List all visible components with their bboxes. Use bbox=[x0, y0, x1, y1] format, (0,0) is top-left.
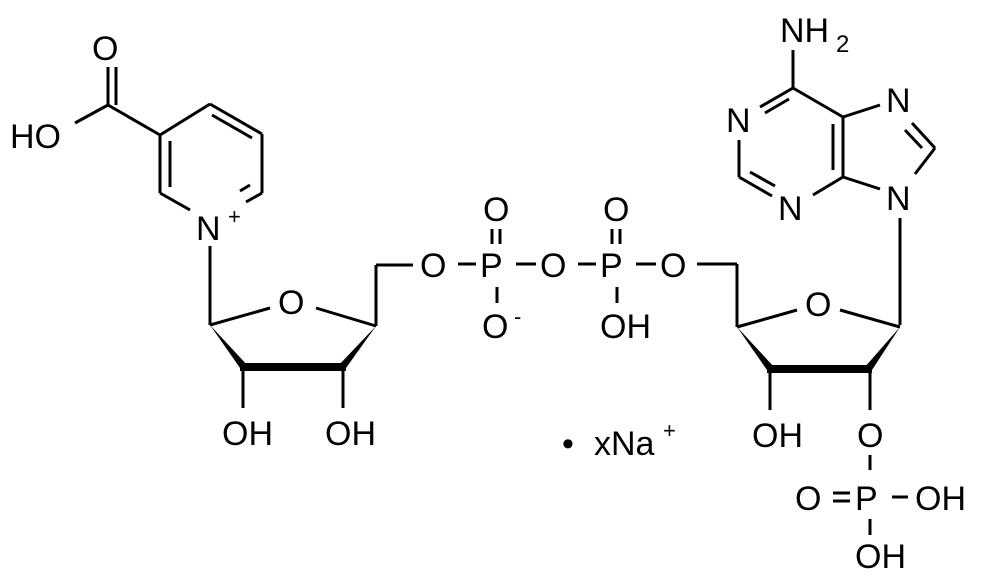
negative-charge: - bbox=[514, 304, 521, 329]
nicotinic-acid-group: O HO N + bbox=[10, 30, 264, 325]
hydroxyl-3: OH bbox=[325, 415, 376, 453]
bond bbox=[159, 102, 211, 137]
amino-subscript: 2 bbox=[836, 31, 849, 58]
bond bbox=[211, 113, 253, 140]
phosphate-2prime: O P OH OH bbox=[795, 455, 966, 576]
adenine-n1: N bbox=[726, 102, 751, 140]
bond bbox=[792, 86, 844, 119]
bond bbox=[74, 103, 109, 125]
bond bbox=[107, 103, 161, 137]
bond bbox=[842, 103, 881, 119]
linking-oxygen-2: O bbox=[660, 247, 686, 285]
bond bbox=[839, 308, 901, 329]
p2-hydroxyl: OH bbox=[600, 308, 651, 346]
hydroxyl-3prime: OH bbox=[752, 417, 803, 455]
p1-oxide: O bbox=[482, 308, 508, 346]
hydroxyl-2: OH bbox=[222, 415, 273, 453]
phosphate-phosphorus: P bbox=[855, 480, 878, 518]
bond bbox=[159, 191, 191, 212]
adenine-n3: N bbox=[778, 190, 803, 228]
phosphorus-1: P bbox=[480, 247, 503, 285]
bond bbox=[209, 102, 263, 136]
bold-bond bbox=[240, 363, 346, 371]
amino-group: NH bbox=[780, 12, 829, 50]
adenine-n9: N bbox=[886, 180, 911, 218]
wedge-bond bbox=[338, 326, 376, 368]
right-ribose: O OH O bbox=[735, 264, 901, 455]
bond bbox=[315, 306, 377, 328]
bond bbox=[209, 306, 271, 327]
bond bbox=[749, 170, 776, 188]
sodium-label: xNa bbox=[594, 425, 655, 463]
positive-charge: + bbox=[228, 204, 241, 229]
p1-double-oxygen: O bbox=[483, 191, 509, 229]
adenine-n7: N bbox=[886, 82, 911, 120]
bond bbox=[738, 175, 773, 198]
phosphate-hydroxyl-right: OH bbox=[915, 480, 966, 518]
adenine-group: NH 2 N N N N bbox=[726, 12, 937, 325]
bond bbox=[736, 308, 798, 329]
bond bbox=[910, 121, 937, 150]
wedge-bond bbox=[737, 327, 775, 370]
ring-oxygen: O bbox=[805, 286, 831, 324]
pyridinium-nitrogen: N bbox=[196, 210, 221, 248]
bond bbox=[764, 97, 790, 115]
phosphate-hydroxyl-bottom: OH bbox=[855, 538, 906, 576]
phosphorus-2: P bbox=[600, 247, 623, 285]
phosphate-double-oxygen: O bbox=[795, 480, 821, 518]
bond bbox=[239, 183, 251, 193]
bond bbox=[842, 175, 881, 191]
ring-oxygen: O bbox=[278, 284, 304, 322]
carbonyl-oxygen: O bbox=[92, 30, 118, 68]
bridging-oxygen: O bbox=[540, 247, 566, 285]
p2-double-oxygen: O bbox=[603, 191, 629, 229]
bold-bond bbox=[767, 365, 872, 373]
wedge-bond bbox=[210, 325, 248, 368]
salt-bullet: • bbox=[562, 425, 574, 463]
bond bbox=[245, 191, 263, 204]
linking-oxygen-1: O bbox=[420, 247, 446, 285]
oxygen-2prime: O bbox=[857, 417, 883, 455]
diphosphate-bridge: O P O O - O P O OH O bbox=[420, 191, 737, 346]
left-ribose: O OH OH bbox=[209, 263, 413, 453]
sodium-counterion: • xNa + bbox=[562, 418, 676, 463]
bond bbox=[812, 175, 844, 197]
carboxyl-hydroxyl: HO bbox=[10, 118, 61, 156]
wedge-bond bbox=[864, 327, 900, 370]
bond bbox=[913, 147, 937, 175]
sodium-charge: + bbox=[663, 418, 676, 443]
bond bbox=[759, 86, 794, 109]
bond bbox=[903, 128, 924, 150]
